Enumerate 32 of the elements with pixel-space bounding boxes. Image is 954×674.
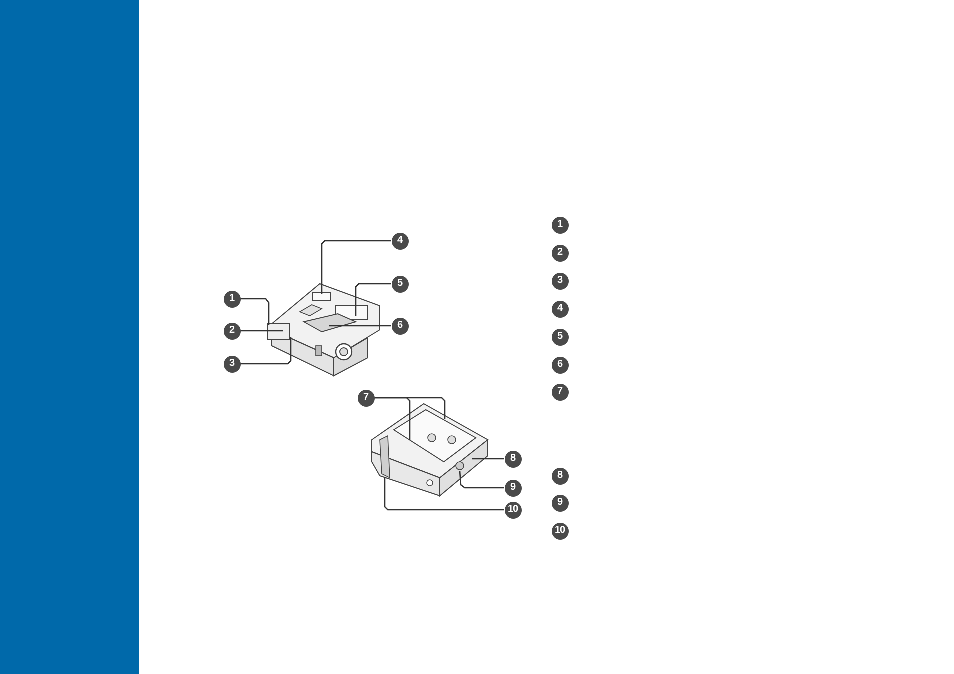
callout-number: 7 (552, 384, 568, 400)
leader-line (329, 325, 392, 327)
callout-number: 3 (552, 272, 568, 290)
callout-number: 8 (504, 450, 522, 468)
callout-number: 6 (552, 356, 568, 374)
callout-number: 9 (552, 494, 568, 512)
leader-line (321, 240, 392, 294)
callout-number: 1 (552, 216, 568, 234)
callout-number: 4 (392, 232, 408, 250)
callout-number: 6 (392, 318, 408, 334)
callout-number: 2 (224, 322, 240, 340)
leader-line (459, 470, 504, 489)
leader-line (472, 458, 504, 460)
callout-number: 3 (224, 356, 240, 372)
callout-number: 5 (392, 276, 408, 292)
camera-module-drawing (268, 283, 380, 377)
leader-line (240, 298, 270, 325)
callout-number: 5 (552, 328, 568, 346)
callout-number: 4 (552, 300, 568, 318)
leader-line (240, 330, 283, 332)
leader-line (374, 397, 446, 419)
callout-number: 10 (504, 502, 522, 518)
callout-number: 8 (552, 468, 568, 484)
callout-number: 2 (552, 244, 568, 262)
sidebar-band (0, 0, 139, 674)
leader-line (240, 337, 292, 365)
camera-module-drawing (372, 403, 489, 498)
callout-number: 10 (552, 522, 568, 540)
callout-number: 1 (224, 290, 240, 308)
leader-line (355, 283, 392, 316)
callout-number: 9 (504, 480, 522, 496)
callout-number: 7 (358, 390, 374, 406)
